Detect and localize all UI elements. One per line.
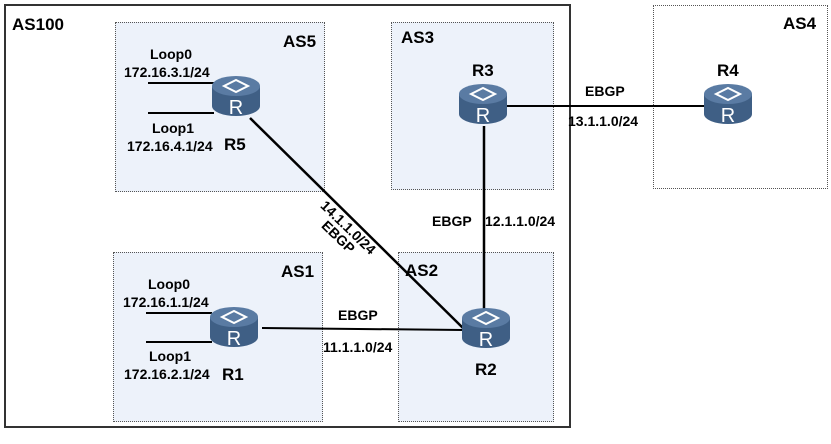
link-r1-r2-protocol: EBGP	[338, 307, 378, 323]
router-r3-icon[interactable]: R	[457, 82, 509, 126]
label-as3: AS3	[401, 28, 435, 47]
router-name-r1: R1	[222, 365, 244, 384]
svg-text:R: R	[229, 97, 243, 118]
r5-loop0-ip: 172.16.3.1/24	[124, 64, 210, 80]
link-r1-r2-subnet: 11.1.1.0/24	[323, 339, 393, 355]
router-name-r3: R3	[472, 61, 494, 80]
r5-loop0-name: Loop0	[150, 46, 192, 62]
link-r1-r2	[261, 327, 464, 331]
router-r1-icon[interactable]: R	[208, 305, 260, 349]
svg-text:R: R	[227, 328, 241, 349]
router-name-r4: R4	[717, 61, 739, 80]
link-r3-r4-protocol: EBGP	[585, 83, 625, 99]
router-r5-icon[interactable]: R	[210, 74, 262, 118]
r1-loop0-name: Loop0	[148, 276, 190, 292]
r1-loop1-name: Loop1	[149, 348, 191, 364]
label-as1: AS1	[281, 262, 315, 281]
link-r3-r4-subnet: 13.1.1.0/24	[568, 113, 639, 129]
router-r2-icon[interactable]: R	[460, 306, 512, 350]
link-r2-r3-protocol: EBGP	[432, 213, 472, 229]
svg-text:R: R	[476, 105, 490, 126]
router-r4-icon[interactable]: R	[702, 82, 754, 126]
label-as2: AS2	[405, 261, 439, 280]
link-r2-r3-subnet: 12.1.1.0/24	[485, 213, 556, 229]
r1-loop1-ip: 172.16.2.1/24	[124, 366, 210, 382]
r5-loop1-name: Loop1	[152, 120, 194, 136]
link-r5-r2	[249, 117, 466, 331]
svg-text:R: R	[721, 105, 735, 126]
router-name-r2: R2	[475, 360, 497, 379]
svg-text:R: R	[479, 329, 493, 350]
router-name-r5: R5	[224, 135, 246, 154]
label-as100: AS100	[12, 15, 64, 34]
label-as5: AS5	[283, 32, 317, 51]
label-as4: AS4	[783, 14, 817, 33]
r1-loop0-ip: 172.16.1.1/24	[123, 294, 209, 310]
r5-loop1-ip: 172.16.4.1/24	[127, 138, 213, 154]
